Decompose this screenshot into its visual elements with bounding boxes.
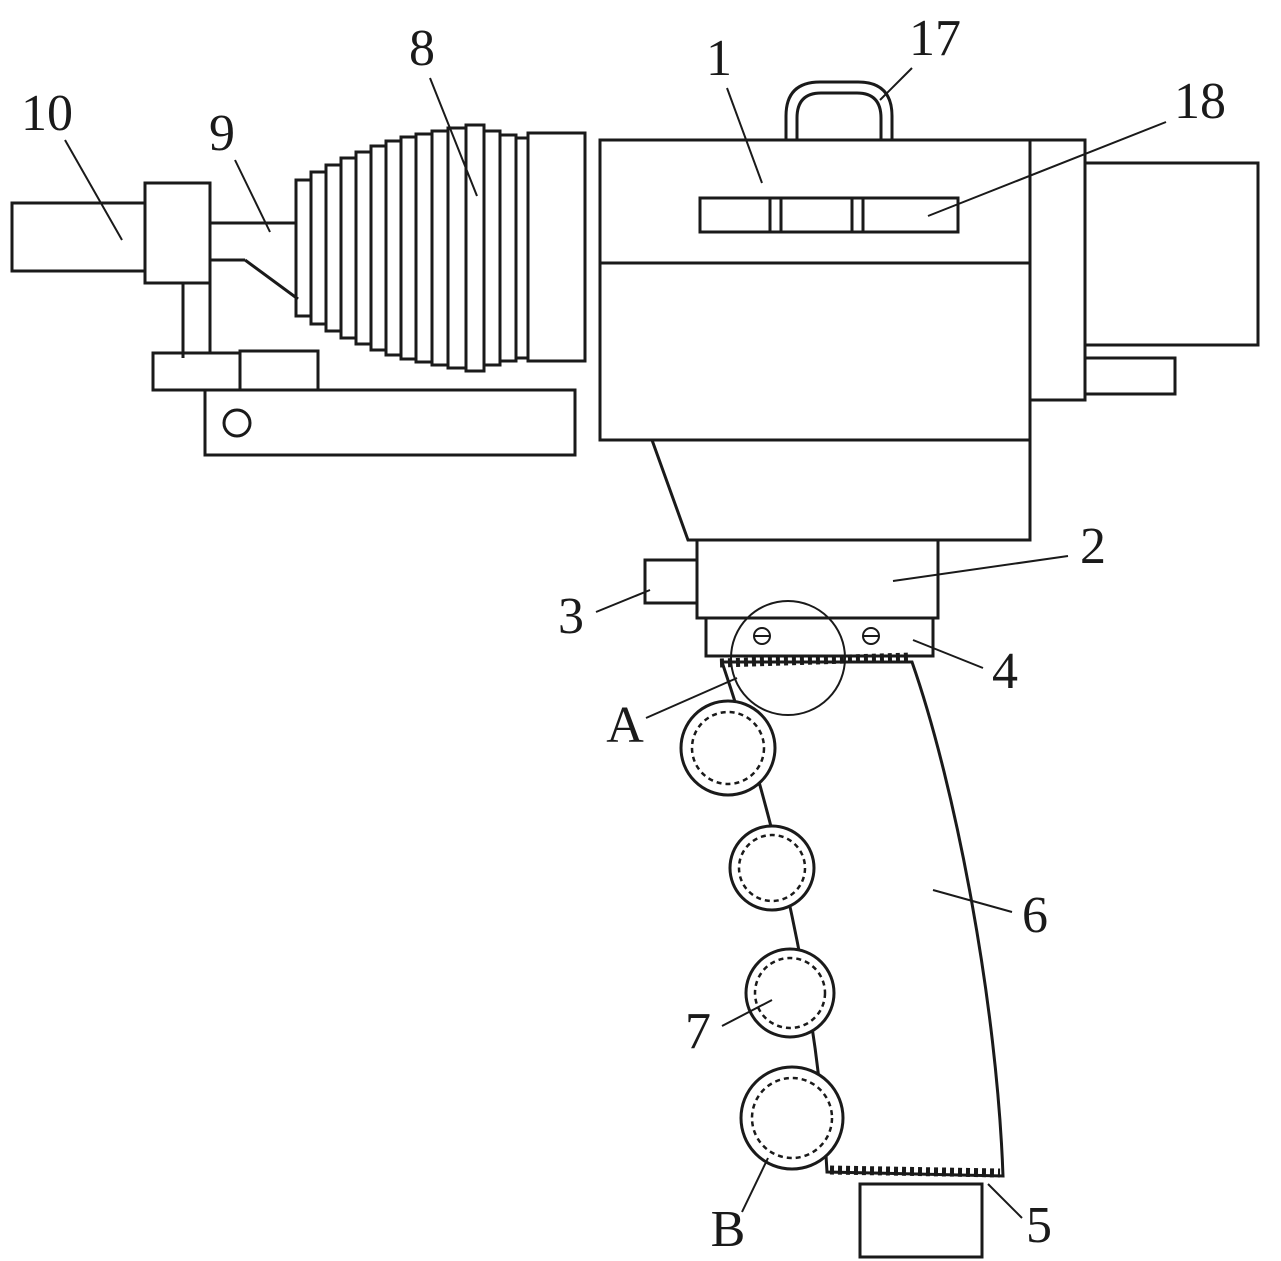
ref-label-B: B [711, 1201, 746, 1258]
ref-label-6: 6 [1022, 887, 1048, 944]
bellows-rib [464, 123, 486, 373]
bottom-base [858, 1182, 984, 1259]
bellows-rib [414, 132, 434, 364]
bellows-rib [309, 170, 328, 326]
finger-groove [679, 699, 777, 797]
bellows-rib [498, 133, 518, 363]
ref-label-2: 2 [1080, 518, 1106, 575]
bellows-rib [514, 136, 530, 360]
ref-label-10: 10 [21, 85, 73, 142]
ref-label-5: 5 [1026, 1197, 1052, 1254]
hanging-hook-inner [795, 91, 883, 140]
leader-line-1 [726, 87, 763, 184]
rear-housing [1083, 161, 1260, 347]
tool-drawing [10, 80, 1260, 1259]
shaft-connector-diagonal [244, 258, 299, 301]
side-tab [643, 558, 699, 605]
bellows-rib [294, 178, 313, 318]
finger-groove [744, 947, 836, 1039]
bellows-rib [399, 135, 418, 361]
bellows-rib [339, 156, 358, 340]
ref-label-17: 17 [909, 10, 961, 67]
ref-label-7: 7 [685, 1003, 711, 1060]
leader-line-4 [912, 639, 984, 669]
leader-line-9 [234, 159, 271, 233]
ref-label-4: 4 [992, 643, 1018, 700]
hanging-hook-outer [784, 80, 894, 140]
bellows-rib [354, 150, 373, 346]
bellows-end-block [526, 131, 587, 363]
ref-label-A: A [606, 697, 644, 754]
leader-line-A [645, 677, 738, 719]
leader-line-5 [987, 1183, 1023, 1219]
plate-hole [222, 408, 252, 438]
finger-groove-inner [750, 1076, 834, 1160]
detail-circle-a [730, 600, 846, 716]
finger-grooves [679, 699, 845, 1171]
ref-label-18: 18 [1174, 73, 1226, 130]
output-shaft [10, 201, 147, 273]
bellows-rib [369, 144, 388, 352]
finger-groove [728, 824, 816, 912]
bellows-boot [294, 123, 587, 373]
finger-groove-inner [737, 833, 807, 903]
leader-line-3 [595, 589, 651, 613]
bellows-rib [384, 139, 403, 357]
finger-groove [739, 1065, 845, 1171]
finger-groove-inner [753, 956, 827, 1030]
ref-label-9: 9 [209, 105, 235, 162]
leader-line-8 [429, 77, 478, 197]
finger-groove-inner [690, 710, 766, 786]
leader-line-2 [892, 555, 1069, 582]
collar [704, 616, 935, 658]
main-housing [598, 138, 1032, 442]
leader-line-B [741, 1157, 769, 1213]
leader-line-7 [721, 999, 773, 1027]
front-bracket [143, 181, 212, 285]
leader-line-18 [927, 121, 1167, 217]
leader-line-10 [64, 139, 123, 241]
bracket-foot [151, 351, 242, 392]
bellows-rib [430, 129, 450, 367]
top-panel [698, 196, 960, 234]
ref-label-3: 3 [558, 588, 584, 645]
ref-label-1: 1 [706, 30, 732, 87]
base-plate [203, 388, 577, 457]
reference-labels: 10 9 8 1 17 18 2 3 4 A 6 7 B 5 [21, 10, 1226, 1258]
lower-body [649, 438, 1032, 542]
rear-lower-strip [1083, 356, 1177, 396]
leader-lines [64, 67, 1167, 1219]
bellows-rib [324, 163, 343, 333]
leader-line-6 [932, 889, 1013, 913]
ref-label-8: 8 [409, 20, 435, 77]
bracket-step [238, 349, 320, 392]
leader-line-17 [879, 67, 913, 101]
bellows-rib [482, 129, 502, 367]
rear-adapter [1028, 138, 1087, 402]
